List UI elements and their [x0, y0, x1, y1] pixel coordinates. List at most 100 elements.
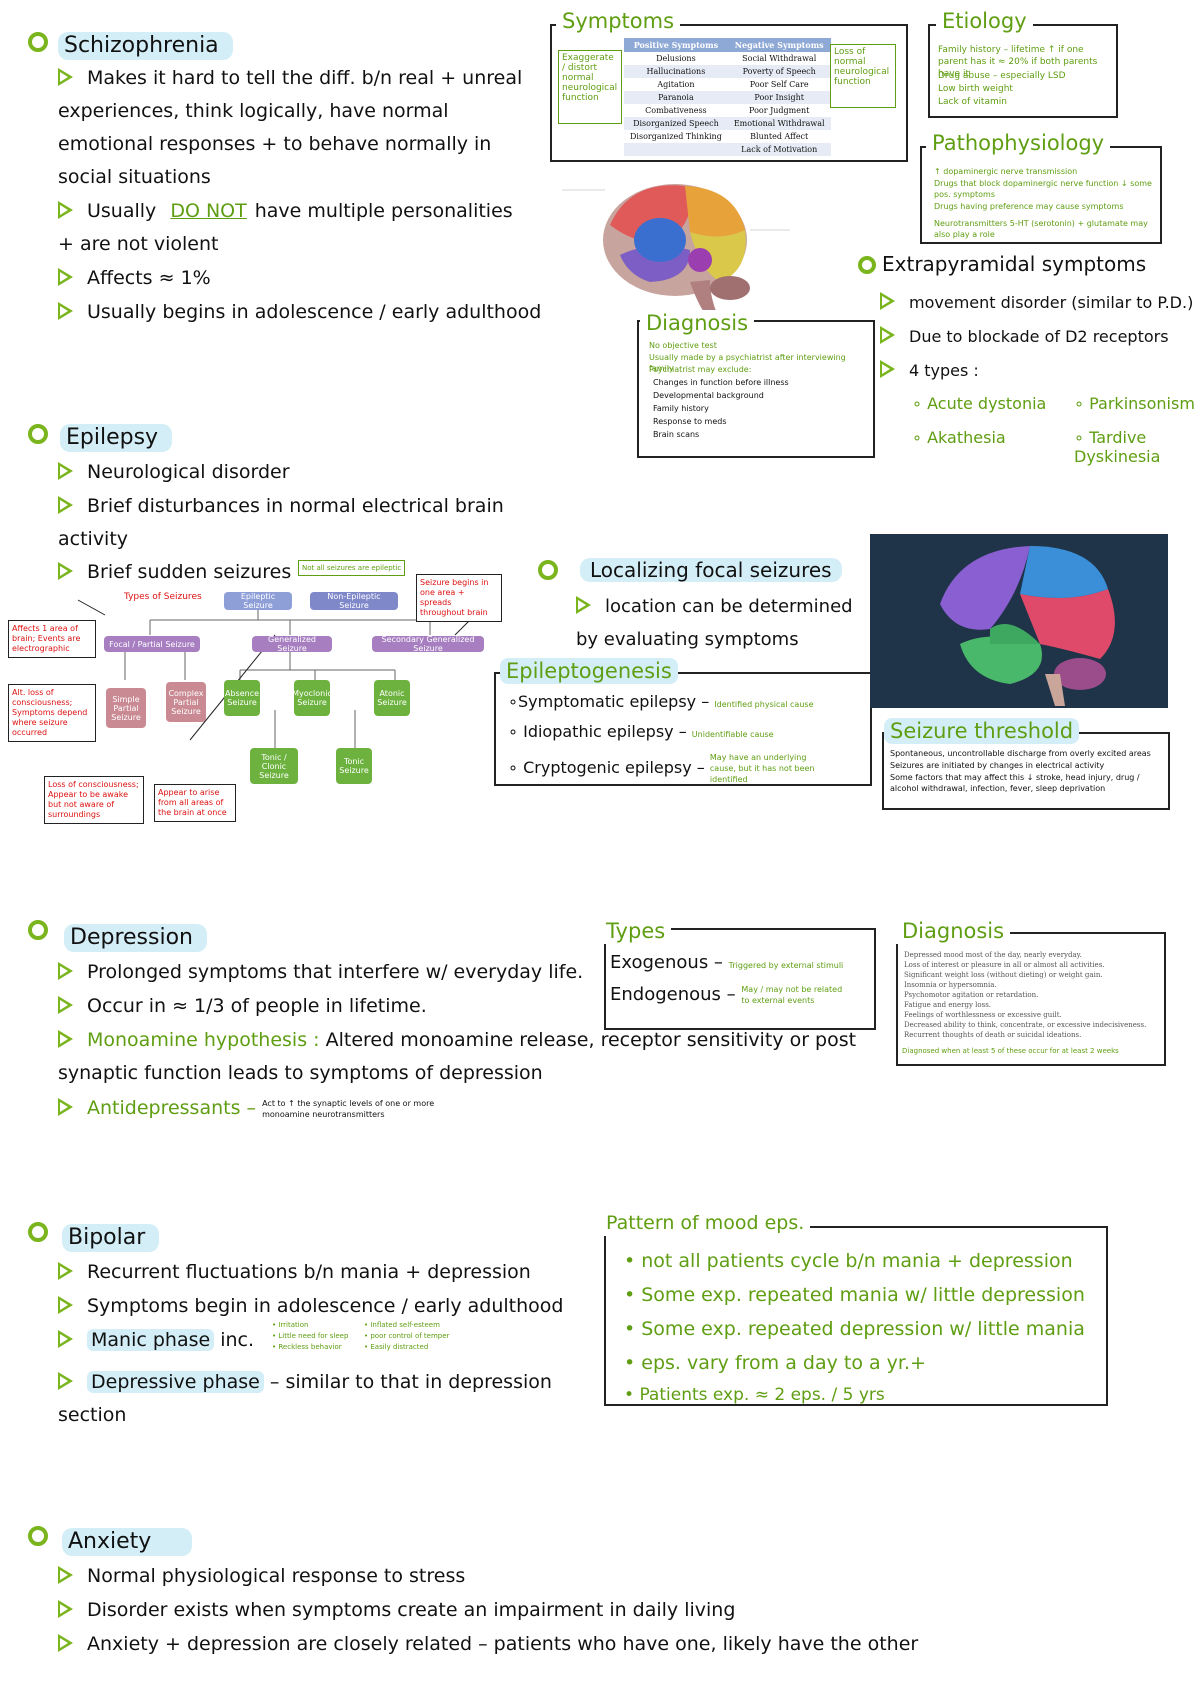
pathophysiology-title: Pathophysiology	[926, 130, 1111, 156]
triangle-bullet-icon	[58, 1030, 73, 1048]
triangle-bullet-icon	[58, 962, 73, 980]
bullet-item: Brief sudden seizures	[58, 556, 358, 589]
node-atonic: Atonic Seizure	[374, 680, 410, 716]
node-tonic-clonic: Tonic / Clonic Seizure	[250, 748, 298, 784]
diagnosis-footer: Diagnosed when at least 5 of these occur…	[902, 1047, 1119, 1055]
node-simple: Simple Partial Seizure	[106, 688, 146, 728]
section-title-epilepsy: Epilepsy	[60, 424, 173, 452]
pattern-line: • Patients exp. ≈ 2 eps. / 5 yrs	[624, 1385, 885, 1405]
triangle-bullet-icon	[58, 1600, 73, 1618]
section-marker-icon	[858, 256, 876, 274]
threshold-line: Spontaneous, uncontrollable discharge fr…	[890, 749, 1151, 758]
section-marker-icon	[538, 560, 558, 580]
bullet-item: Anxiety + depression are closely related…	[58, 1628, 1098, 1661]
node-non-epileptic: Non-Epileptic Seizure	[310, 592, 398, 610]
diagnosis-line: Psychiatrist may exclude:	[649, 365, 752, 374]
bullet-item: Usually begins in adolescence / early ad…	[58, 296, 558, 329]
positive-note: Exaggerate / distort normal neurological…	[558, 50, 622, 124]
depression-types-box: Exogenous – Triggered by external stimul…	[604, 928, 876, 1030]
diagnosis-criteria: Depressed mood most of the day, nearly e…	[904, 951, 1147, 1039]
triangle-bullet-icon	[58, 68, 73, 86]
patho-line: Drugs that block dopaminergic nerve func…	[934, 179, 1152, 199]
triangle-bullet-icon	[880, 292, 895, 310]
epileptogenesis-item: ∘ Cryptogenic epilepsy – May have an und…	[508, 753, 815, 784]
etiology-title: Etiology	[936, 8, 1033, 34]
triangle-bullet-icon	[58, 1262, 73, 1280]
not-epileptic-note: Not all seizures are epileptic	[298, 560, 406, 576]
diagnosis-line: No objective test	[649, 341, 717, 350]
focal-area-note: Affects 1 area of brain; Events are elec…	[8, 620, 96, 658]
manic-notes: • Irritation• Inflated self-esteem • Lit…	[272, 1321, 450, 1351]
node-generalized: Generalized Seizure	[252, 635, 332, 653]
bullet-item: Affects ≈ 1%	[58, 262, 528, 295]
etiology-line: Low birth weight	[938, 84, 1013, 94]
triangle-bullet-icon	[576, 596, 591, 614]
node-complex: Complex Partial Seizure	[166, 682, 206, 722]
pattern-line: • not all patients cycle b/n mania + dep…	[624, 1250, 1073, 1272]
patho-line: ↑ dopaminergic nerve transmission	[934, 167, 1078, 176]
types-label: Types of Seizures	[124, 592, 202, 602]
bullet-item: Symptoms begin in adolescence / early ad…	[58, 1290, 598, 1323]
bullet-item: Manic phase inc.	[58, 1324, 618, 1357]
section-marker-icon	[28, 920, 48, 940]
section-title-bipolar: Bipolar	[62, 1224, 160, 1252]
triangle-bullet-icon	[58, 1566, 73, 1584]
epileptogenesis-title: Epileptogenesis	[500, 658, 678, 684]
section-title-schizophrenia: Schizophrenia	[58, 32, 233, 60]
triangle-bullet-icon	[58, 1296, 73, 1314]
triangle-bullet-icon	[58, 996, 73, 1014]
diagnosis-line: Family history	[653, 404, 709, 413]
eps-bullet: movement disorder (similar to P.D.)	[880, 286, 1193, 319]
brain-regions-image	[870, 534, 1168, 708]
section-marker-icon	[28, 1526, 48, 1546]
triangle-bullet-icon	[58, 302, 73, 320]
depression-diagnosis-box: Depressed mood most of the day, nearly e…	[896, 932, 1166, 1066]
node-absence: Absence Seizure	[224, 680, 260, 716]
threshold-line: Some factors that may affect this ↓ stro…	[890, 773, 1140, 793]
eps-bullet: Due to blockade of D2 receptors	[880, 320, 1169, 353]
patho-line: Neurotransmitters 5-HT (serotonin) + glu…	[934, 219, 1148, 239]
etiology-line: Family history – lifetime ↑ if one paren…	[938, 45, 1098, 79]
pattern-line: • Some exp. repeated depression w/ littl…	[624, 1318, 1085, 1340]
threshold-line: Seizures are initiated by changes in ele…	[890, 761, 1105, 770]
eps-type: ∘ Acute dystonia	[912, 394, 1047, 413]
bullet-item: Monoamine hypothesis : Altered monoamine…	[58, 1029, 857, 1084]
section-title-depression: Depression	[64, 924, 207, 952]
bullet-item: Occur in ≈ 1/3 of people in lifetime.	[58, 990, 598, 1023]
triangle-bullet-icon	[58, 1330, 73, 1348]
bullet-item: Makes it hard to tell the diff. b/n real…	[58, 67, 523, 188]
diagnosis-line: Changes in function before illness	[653, 378, 789, 387]
type-item: Exogenous – Triggered by external stimul…	[610, 952, 844, 973]
node-epileptic: Epileptic Seizure	[224, 592, 292, 610]
symptoms-title: Symptoms	[556, 8, 681, 34]
diagnosis-line: Developmental background	[653, 391, 764, 400]
diagnosis-line: Usually made by a psychiatrist after int…	[649, 353, 846, 373]
schizo-diagnosis-box: No objective test Usually made by a psyc…	[637, 320, 875, 458]
bullet-item: Brief disturbances in normal electrical …	[58, 495, 504, 550]
bullet-item: Depressive phase – similar to that in de…	[58, 1371, 552, 1426]
bullet-item: Disorder exists when symptoms create an …	[58, 1594, 1058, 1627]
triangle-bullet-icon	[58, 462, 73, 480]
loss-consciousness-note: Loss of consciousness; Appear to be awak…	[44, 776, 144, 824]
node-tonic: Tonic Seizure	[336, 748, 372, 784]
node-secondary: Secondary Generalized Seizure	[372, 635, 484, 653]
section-marker-icon	[28, 32, 48, 52]
eps-title: Extrapyramidal symptoms	[882, 252, 1147, 276]
localizing-title: Localizing focal seizures	[580, 558, 842, 582]
triangle-bullet-icon	[58, 1372, 73, 1390]
triangle-bullet-icon	[58, 562, 73, 580]
secondary-note: Seizure begins in one area + spreads thr…	[416, 574, 502, 622]
triangle-bullet-icon	[58, 1098, 73, 1116]
schizo-diagnosis-title: Diagnosis	[640, 310, 755, 336]
seizure-threshold-box: Spontaneous, uncontrollable discharge fr…	[882, 732, 1170, 810]
depression-types-title: Types	[600, 918, 672, 944]
generalized-note: Appear to arise from all areas of the br…	[154, 784, 236, 822]
bullet-item: Normal physiological response to stress	[58, 1560, 1058, 1593]
depression-diagnosis-title: Diagnosis	[896, 918, 1011, 944]
triangle-bullet-icon	[58, 268, 73, 286]
pattern-line: • Some exp. repeated mania w/ little dep…	[624, 1284, 1085, 1306]
localizing-text: location can be determined by evaluating…	[576, 596, 853, 650]
mood-pattern-title: Pattern of mood eps.	[600, 1210, 811, 1236]
pathophysiology-box: ↑ dopaminergic nerve transmission Drugs …	[920, 146, 1162, 244]
